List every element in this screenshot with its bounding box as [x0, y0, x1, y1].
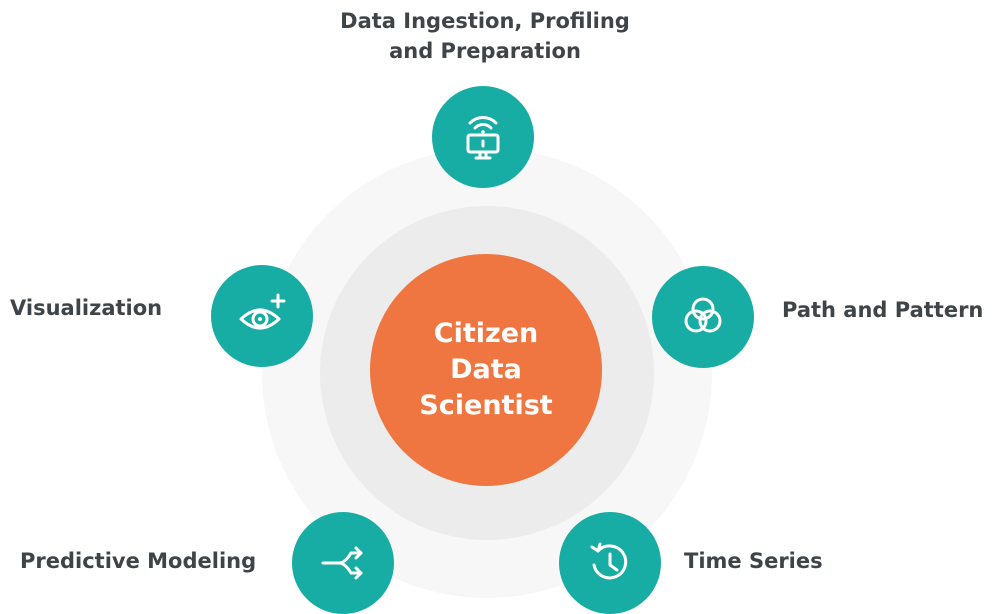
eye-plus-icon	[239, 293, 286, 330]
label-visualization: Visualization	[10, 296, 163, 320]
label-data-ingestion-line-2: and Preparation	[389, 39, 581, 63]
node-visualization	[211, 265, 313, 367]
node-data-ingestion	[432, 86, 534, 188]
venn-circles-icon	[684, 297, 722, 333]
clock-refresh-icon	[590, 542, 628, 580]
center-title: Citizen Data Scientist	[386, 316, 586, 424]
center-line-2: Data	[450, 354, 522, 385]
center-line-3: Scientist	[419, 390, 553, 421]
label-time-series: Time Series	[684, 549, 823, 573]
center-line-1: Citizen	[433, 318, 539, 349]
split-arrows-icon	[321, 546, 363, 580]
label-predictive-modeling: Predictive Modeling	[20, 549, 257, 573]
label-data-ingestion: Data Ingestion, Profiling and Preparatio…	[300, 6, 670, 66]
label-data-ingestion-line-1: Data Ingestion, Profiling	[340, 9, 630, 33]
node-time-series	[559, 512, 661, 614]
center-circle: Citizen Data Scientist	[370, 254, 602, 486]
node-predictive-modeling	[292, 512, 394, 614]
monitor-wifi-icon	[466, 116, 500, 160]
node-path-and-pattern	[652, 266, 754, 368]
label-path-and-pattern: Path and Pattern	[782, 298, 984, 322]
